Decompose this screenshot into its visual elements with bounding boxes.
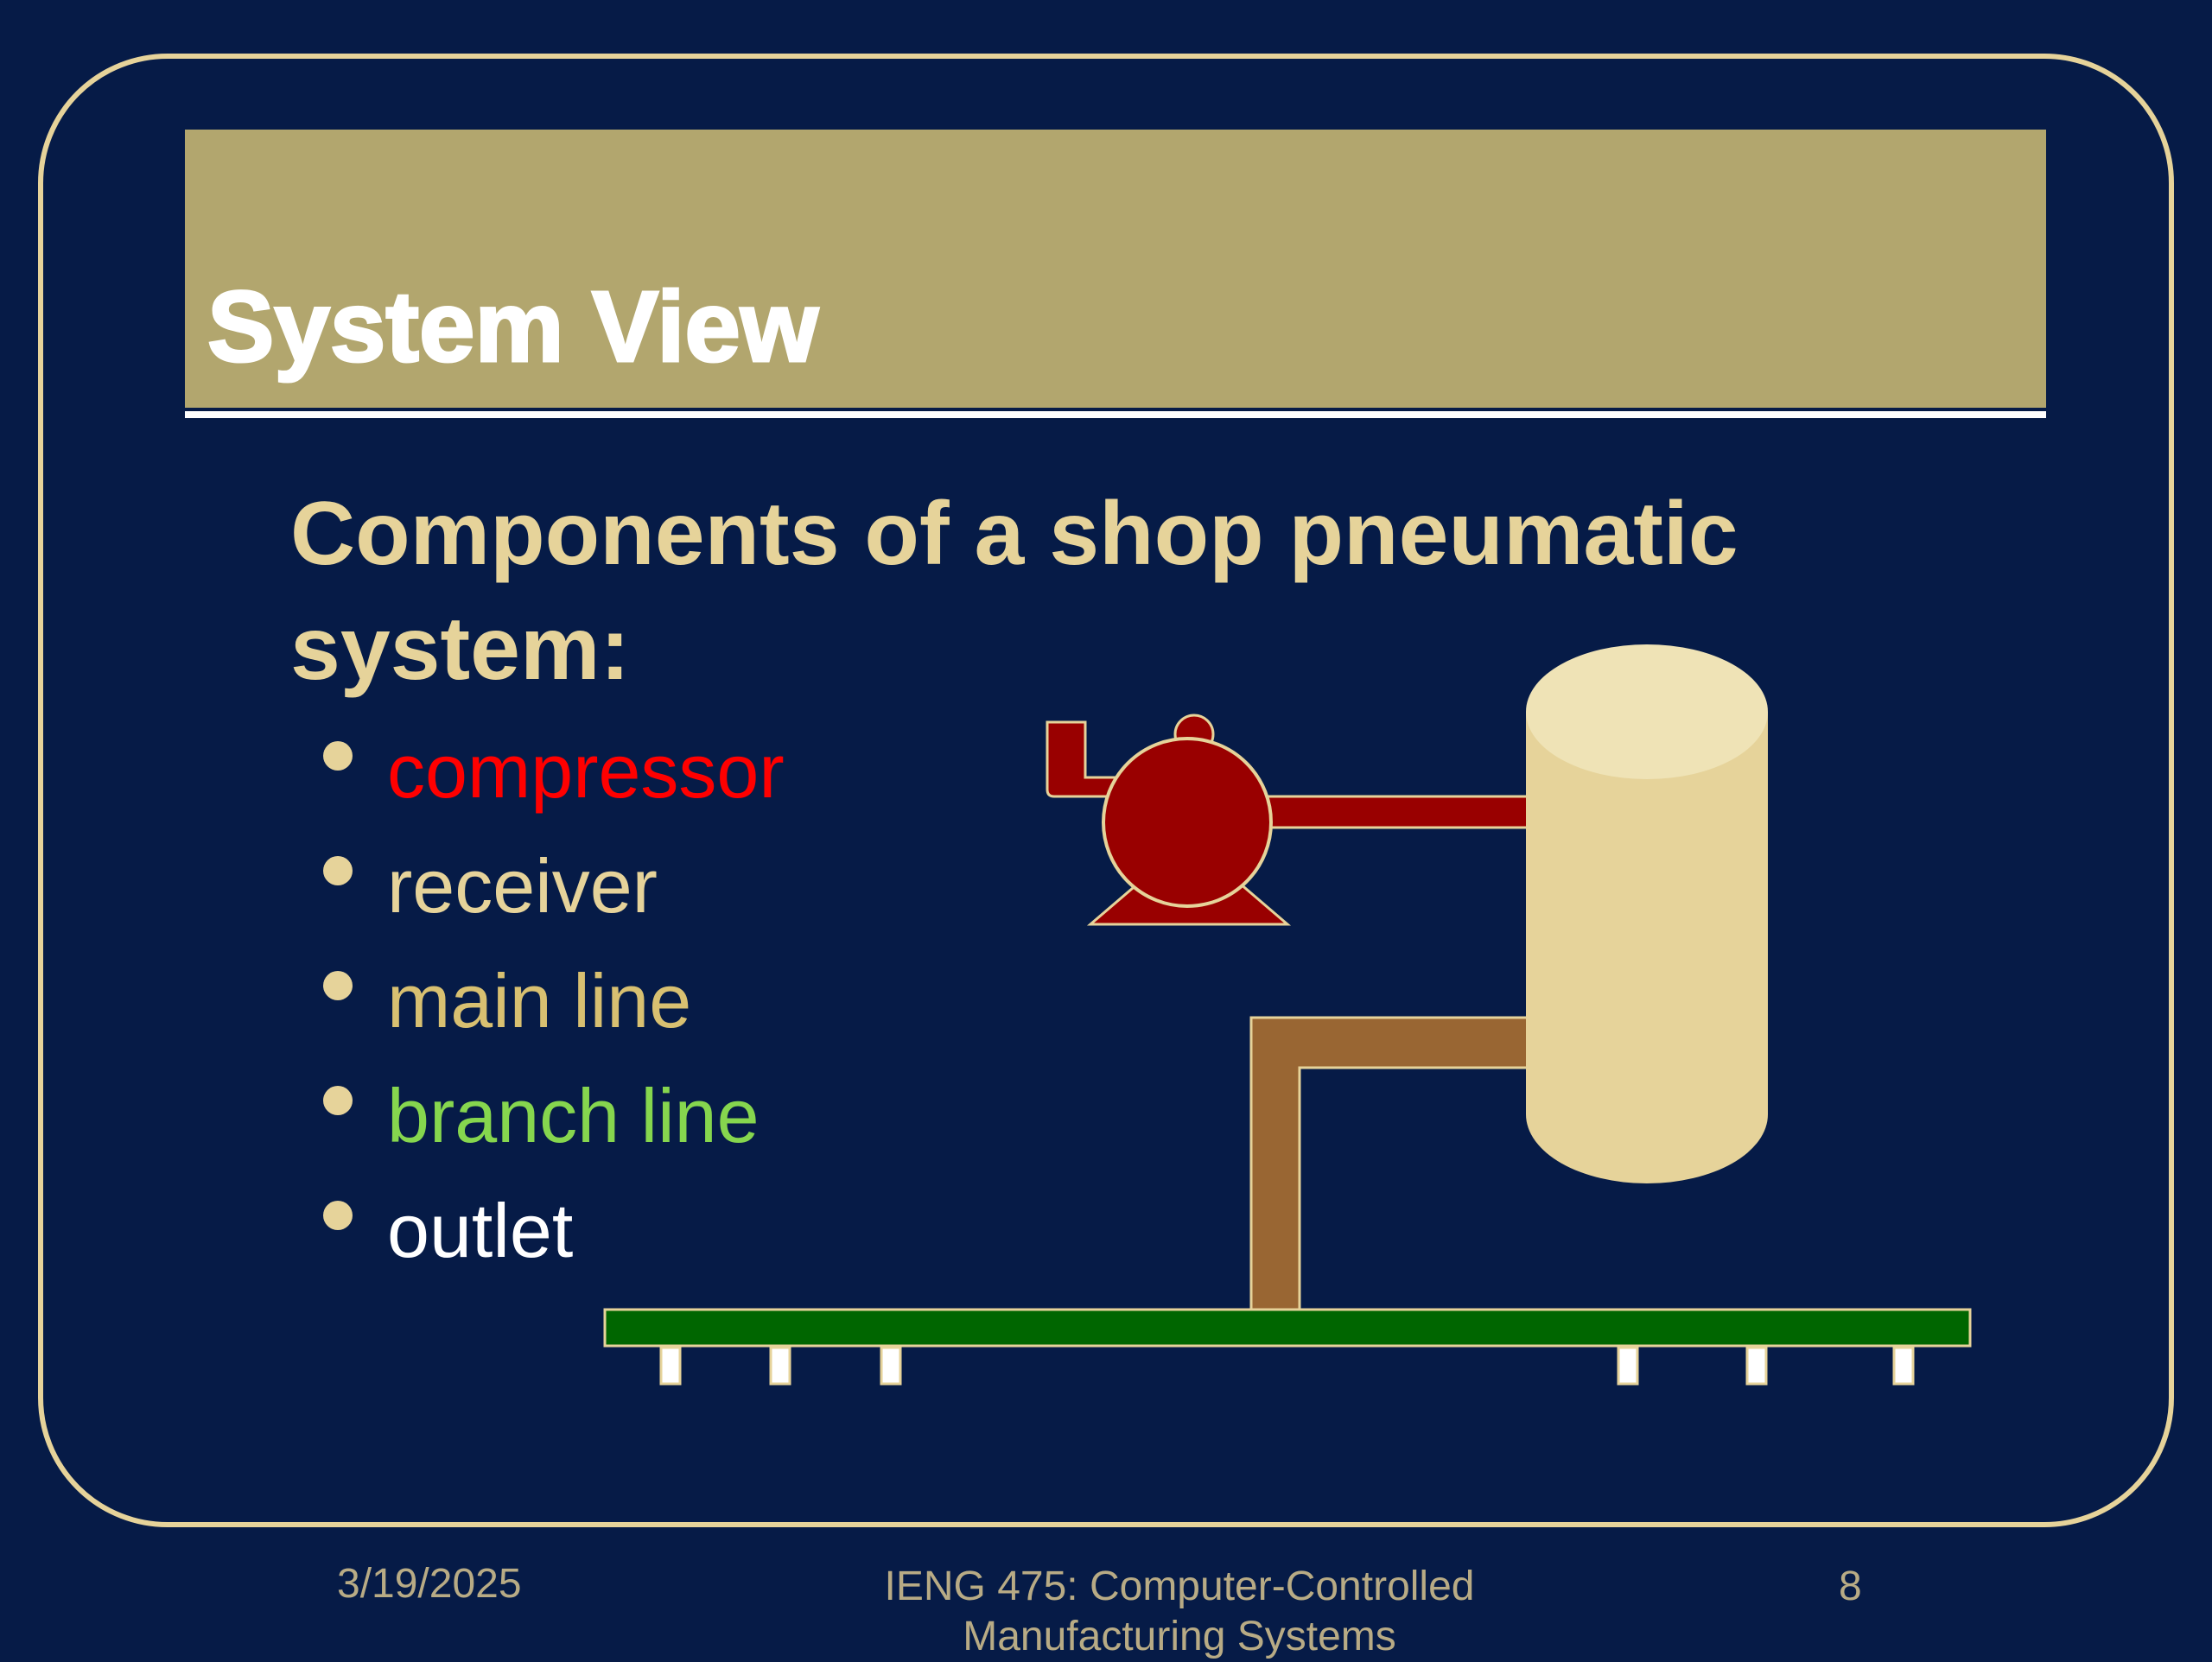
compressor (1046, 714, 1292, 926)
footer-date: 3/19/2025 (337, 1561, 522, 1607)
list-item-outlet: outlet (320, 1173, 1184, 1288)
receiver-tank-body (1526, 712, 1768, 1183)
compressor-discharge-pipe (1255, 795, 1547, 829)
outlet-5 (1745, 1346, 1768, 1386)
list-item-receiver: receiver (320, 828, 1184, 943)
bullet-dot-icon (323, 971, 353, 1000)
footer-course-title: IENG 475: Computer-Controlled Manufactur… (884, 1564, 1475, 1659)
receiver-tank (1526, 644, 1768, 1183)
outlet-1 (659, 1346, 682, 1386)
title-bar (185, 130, 2046, 408)
list-item-main-line: main line (320, 943, 1184, 1058)
slide-frame (38, 54, 2174, 1527)
bullet-text: branch line (387, 1073, 760, 1158)
bullet-text: receiver (387, 843, 658, 929)
bullet-text: compressor (387, 728, 785, 814)
outlets (659, 1346, 1915, 1386)
bullet-text: outlet (387, 1188, 574, 1273)
outlet-3 (880, 1346, 902, 1386)
outlet-2 (769, 1346, 791, 1386)
list-item-branch-line: branch line (320, 1058, 1184, 1173)
compressor-handle (1046, 720, 1125, 798)
footer-page-number: 8 (1839, 1564, 1862, 1609)
slide-heading: Components of a shop pneumatic system: (290, 484, 1738, 699)
list-item-compressor: compressor (320, 714, 1184, 828)
receiver-tank-top (1526, 644, 1768, 779)
main-line-pipe (1249, 1016, 1545, 1315)
title-underline (185, 408, 2046, 418)
outlet-4 (1617, 1346, 1639, 1386)
bullet-dot-icon (323, 856, 353, 885)
outlet-6 (1892, 1346, 1915, 1386)
bullet-text: main line (387, 958, 692, 1044)
compressor-motor (1102, 737, 1273, 908)
branch-line-pipe (603, 1308, 1972, 1348)
bullet-dot-icon (323, 741, 353, 771)
slide-title: System View (206, 270, 819, 383)
bullet-dot-icon (323, 1086, 353, 1115)
bullet-dot-icon (323, 1201, 353, 1230)
